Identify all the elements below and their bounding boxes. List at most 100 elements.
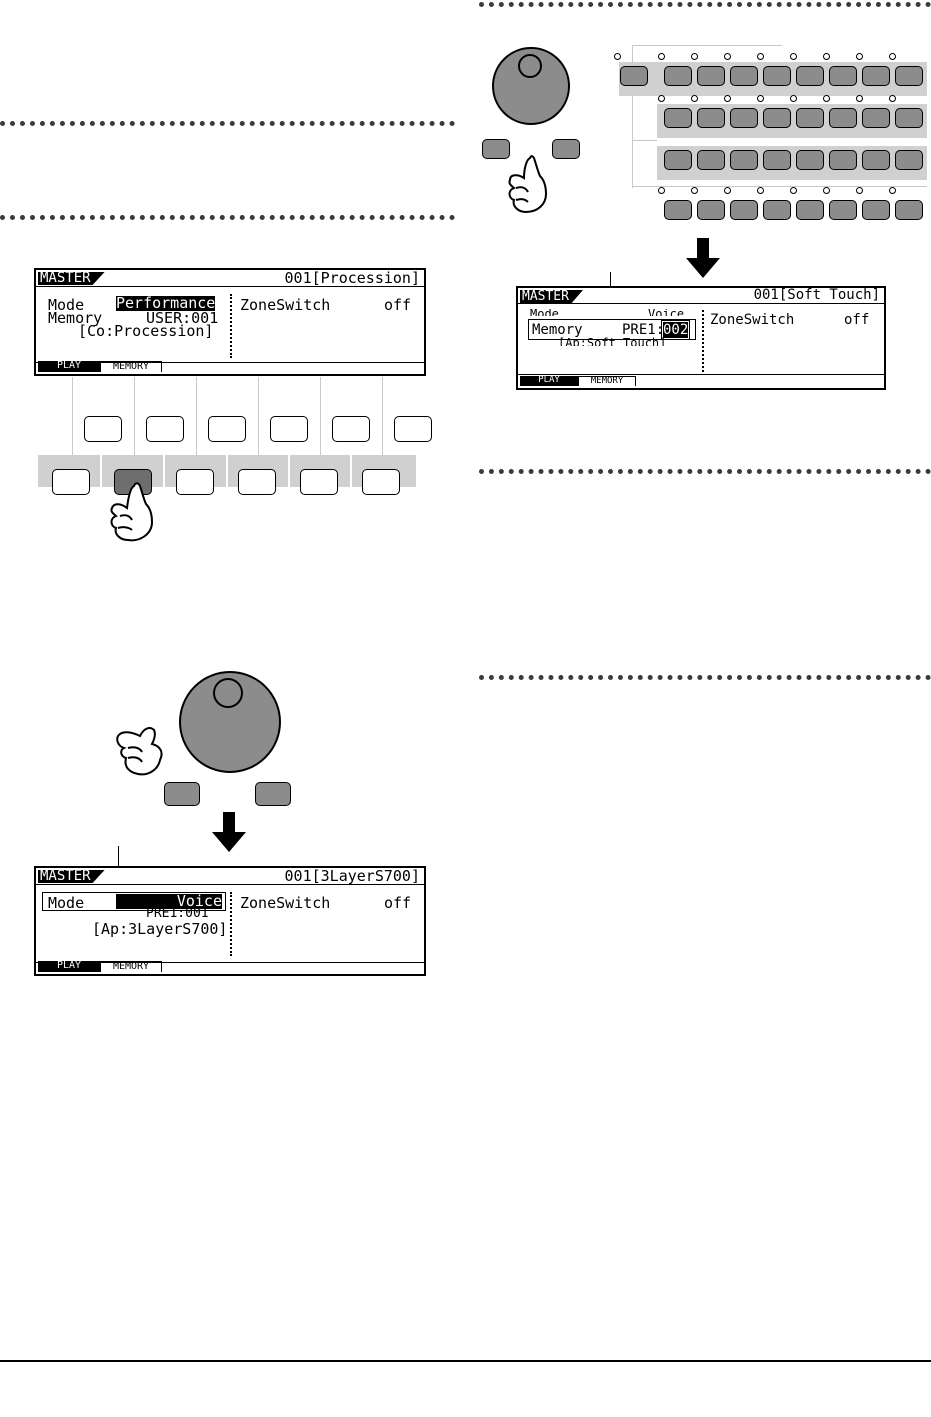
voice-name: [Ap:3LayerS700] [92,920,228,938]
bank-button-r3-c8[interactable] [862,150,890,170]
memory-prefix: PRE1: [622,322,665,338]
data-dial-icon[interactable] [490,44,572,128]
bank-button-r1-c2[interactable] [664,66,692,86]
bank-button-r3-c6[interactable] [796,150,824,170]
bank-button-r3-c4[interactable] [730,150,758,170]
lower-button-1[interactable] [52,469,90,495]
bank-button-r4-c3[interactable] [697,200,725,220]
bank-button-r4-c2[interactable] [664,200,692,220]
upper-button-5[interactable] [332,416,370,442]
dec-no-button[interactable] [482,139,510,159]
bank-led [757,95,764,102]
bank-led [856,53,863,60]
inc-yes-button[interactable] [552,139,580,159]
bank-button-r4-c5[interactable] [763,200,791,220]
mode-value: Voice [648,309,685,316]
bank-button-r3-c9[interactable] [895,150,923,170]
bank-led [614,53,621,60]
lcd-screen-voice: MASTER 001[3LayerS700] Mode Voice PRE1:0… [34,866,426,976]
bank-led [790,53,797,60]
bank-button-r4-c4[interactable] [730,200,758,220]
bank-button-r1-c8[interactable] [862,66,890,86]
tab-memory[interactable]: MEMORY [578,376,636,386]
section-rule [479,469,931,474]
lcd-screen-performance: MASTER 001[Procession] Mode Performance … [34,268,426,376]
lcd-master-tag: MASTER [520,290,583,303]
bank-led [823,53,830,60]
bank-led [724,187,731,194]
bank-button-r1-c7[interactable] [829,66,857,86]
bank-button-r4-c7[interactable] [829,200,857,220]
tab-play[interactable]: PLAY [38,961,100,972]
lcd-master-tag: MASTER [38,272,105,285]
memory-number[interactable]: 002 [660,320,691,340]
memory-label: Memory [532,322,583,338]
bank-button-r3-c2[interactable] [664,150,692,170]
lcd-title: 001[Soft Touch] [753,287,880,303]
upper-button-3[interactable] [208,416,246,442]
data-dial-icon[interactable] [176,668,284,776]
zone-switch-value: off [384,894,412,912]
inc-yes-button[interactable] [255,782,291,806]
mode-value[interactable]: Performance [116,294,216,312]
bank-led [889,53,896,60]
bank-button-r2-c7[interactable] [829,108,857,128]
bank-button-r2-c3[interactable] [697,108,725,128]
upper-button-4[interactable] [270,416,308,442]
bank-button-r2-c8[interactable] [862,108,890,128]
memory-label: Memory [48,309,103,327]
dec-no-button[interactable] [164,782,200,806]
lcd-screen-memory: MASTER 001[Soft Touch] Mode Voice Memory… [516,286,886,390]
bank-button-r1-c5[interactable] [763,66,791,86]
zone-switch-label: ZoneSwitch [240,296,331,314]
down-arrow-icon [212,812,246,852]
tab-play[interactable]: PLAY [520,376,578,386]
page-bottom-rule [0,1360,931,1362]
zone-switch-value: off [844,312,870,328]
bank-button-r2-c6[interactable] [796,108,824,128]
bank-led [856,187,863,194]
bank-button-r1-c9[interactable] [895,66,923,86]
bank-button-r4-c8[interactable] [862,200,890,220]
bank-button-r2-c9[interactable] [895,108,923,128]
bank-led [691,53,698,60]
bank-led [691,95,698,102]
bank-led [658,95,665,102]
bank-button-r1-c4[interactable] [730,66,758,86]
zone-switch-label: ZoneSwitch [240,894,331,912]
mode-label: Mode [530,309,559,316]
mode-value[interactable]: Voice [116,894,222,909]
bank-button-r1-c3[interactable] [697,66,725,86]
bank-button-r3-c7[interactable] [829,150,857,170]
bank-led [889,187,896,194]
lower-button-5[interactable] [300,469,338,495]
bank-button-r4-c6[interactable] [796,200,824,220]
bank-button-r3-c5[interactable] [763,150,791,170]
upper-button-1[interactable] [84,416,122,442]
zone-switch-label: ZoneSwitch [710,312,795,328]
bank-button-r2-c2[interactable] [664,108,692,128]
memory-row-cursor[interactable] [528,319,696,340]
memory-value: PRE1:001 [146,906,209,921]
upper-button-6[interactable] [394,416,432,442]
voice-name: [Ap:Soft Touch] [558,337,667,346]
bank-button-r4-c9[interactable] [895,200,923,220]
bank-led [823,95,830,102]
tab-memory[interactable]: MEMORY [100,961,162,972]
bank-button-r3-c3[interactable] [697,150,725,170]
mode-row-cursor[interactable] [42,892,226,911]
lower-button-4[interactable] [238,469,276,495]
bank-button-r1-c6[interactable] [796,66,824,86]
bank-button-r2-c5[interactable] [763,108,791,128]
tab-memory[interactable]: MEMORY [100,361,162,372]
bank-button-r1-c1[interactable] [620,66,648,86]
zone-switch-value: off [384,296,412,314]
bank-led [823,187,830,194]
lower-button-3[interactable] [176,469,214,495]
bank-led [724,53,731,60]
upper-button-2[interactable] [146,416,184,442]
lower-button-6[interactable] [362,469,400,495]
tab-play[interactable]: PLAY [38,361,100,372]
bank-button-r2-c4[interactable] [730,108,758,128]
section-rule [0,215,455,220]
